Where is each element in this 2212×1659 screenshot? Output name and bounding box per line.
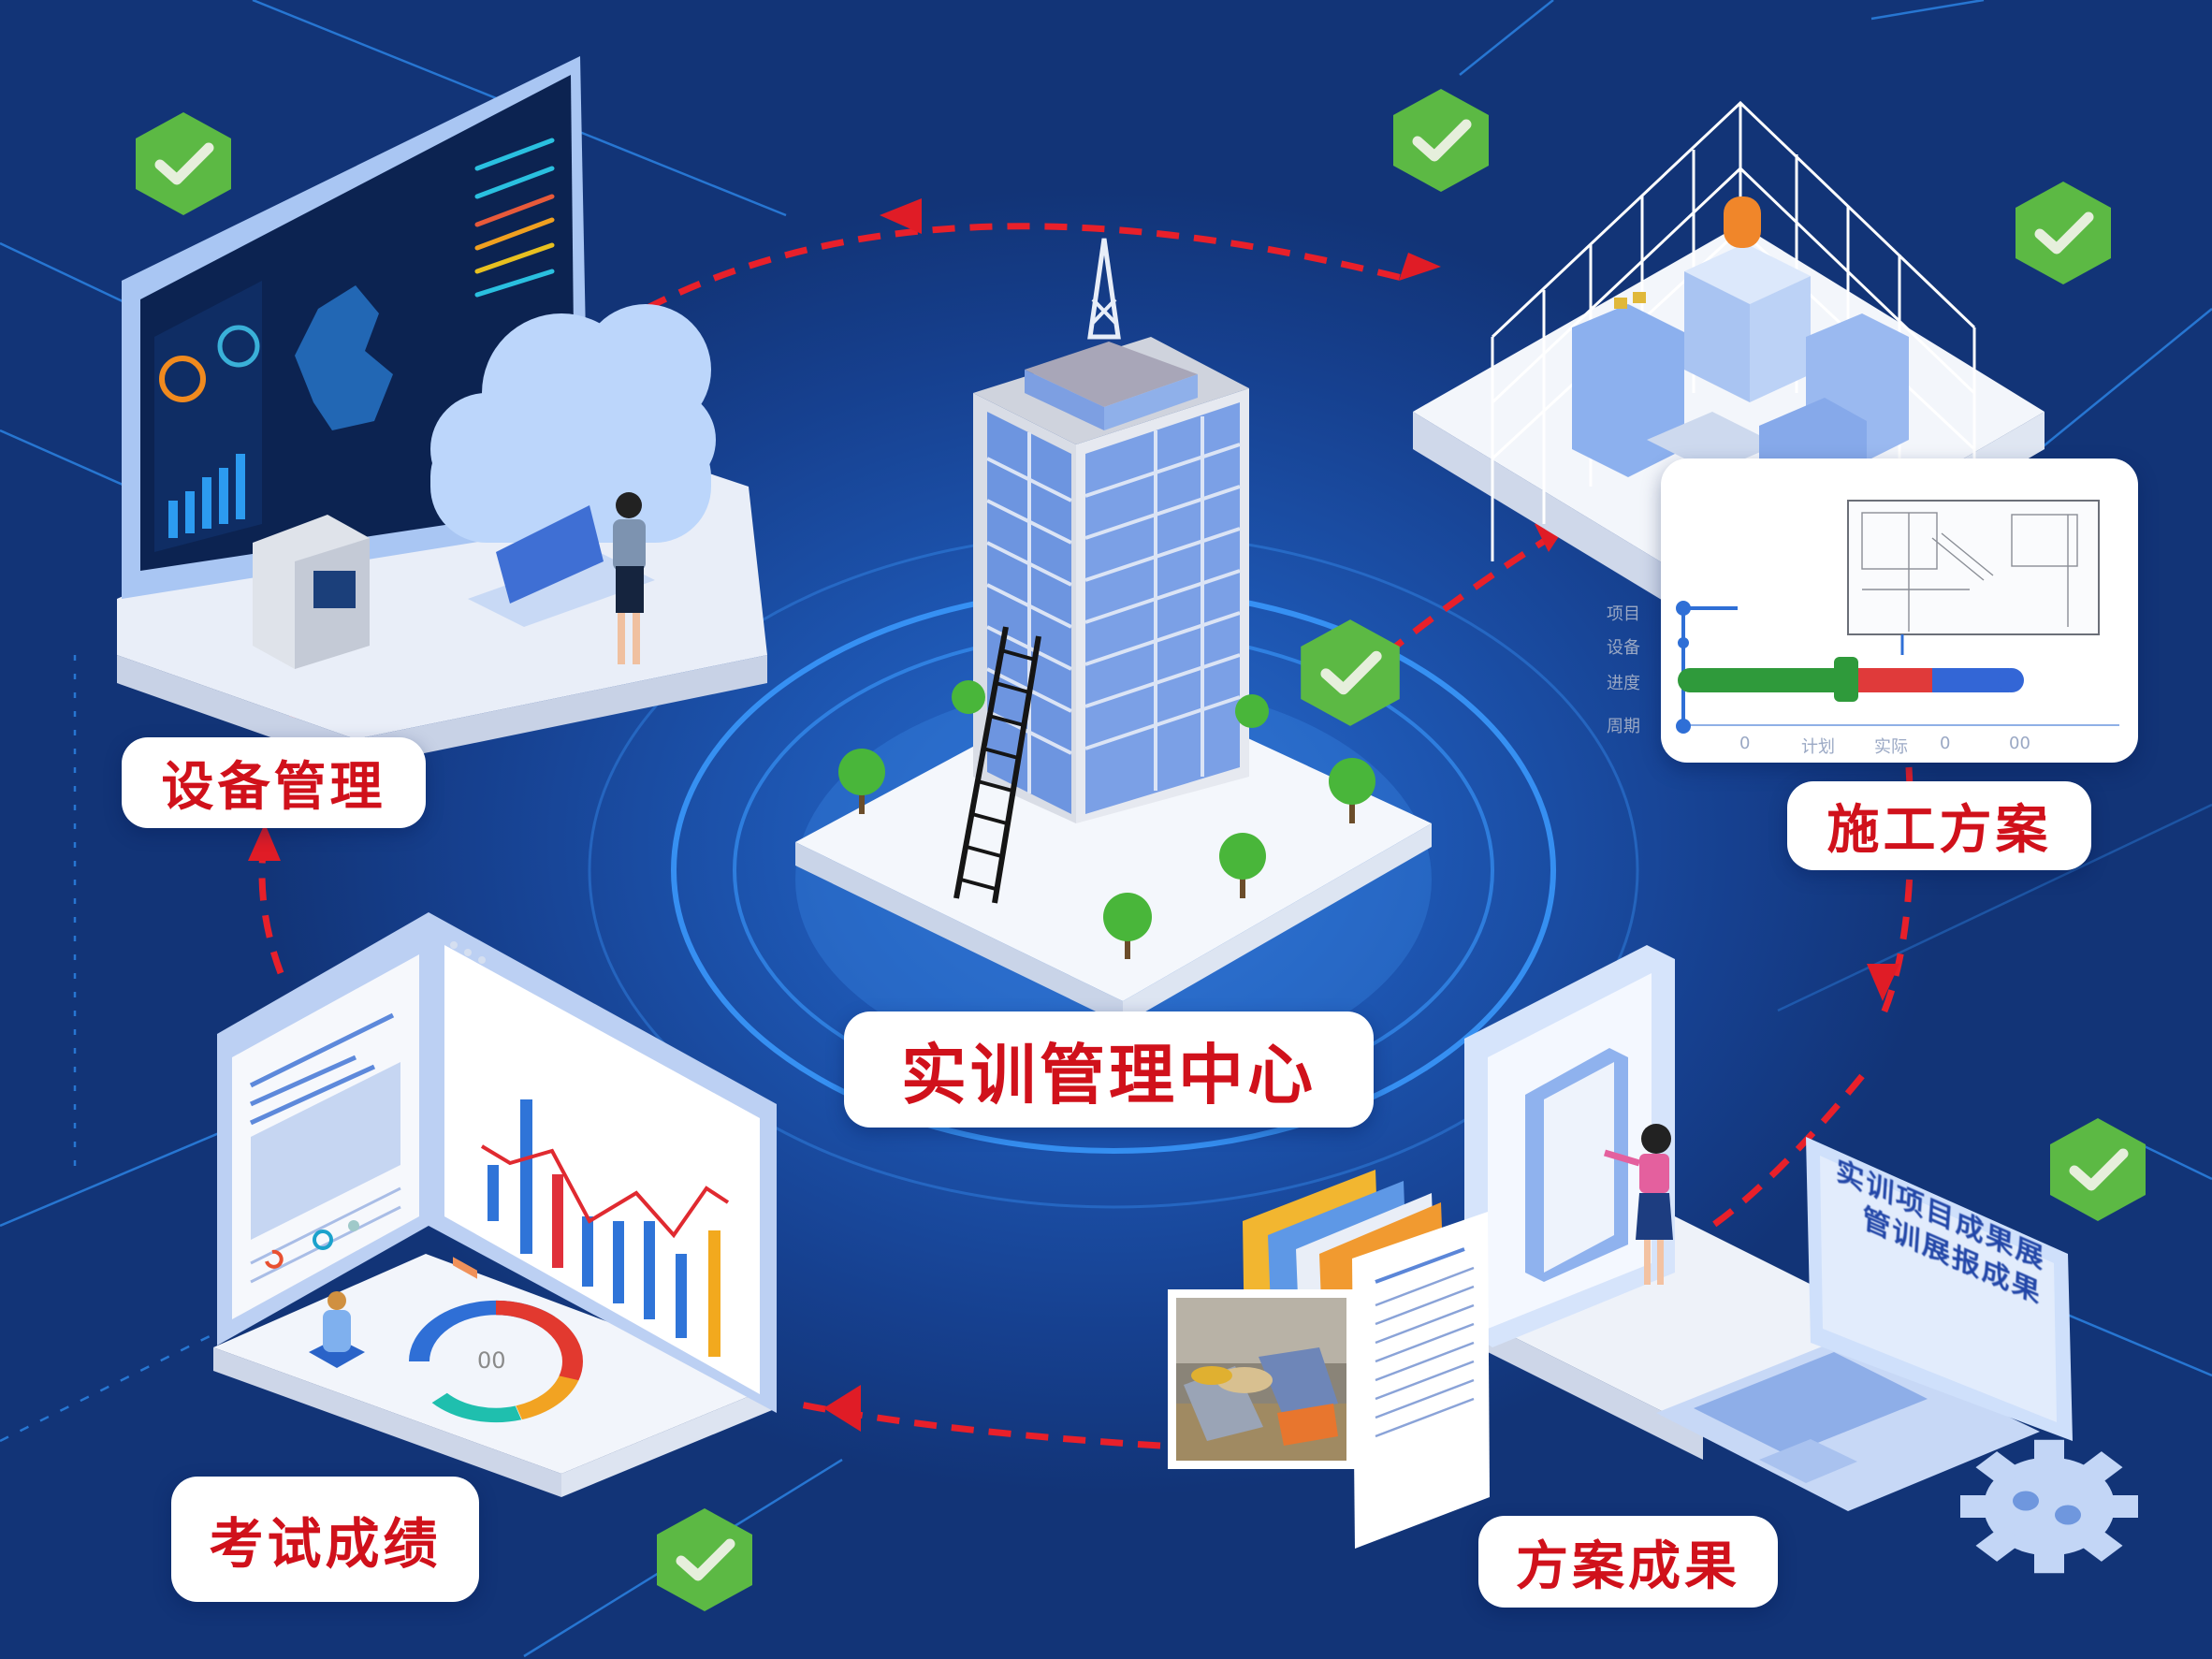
check-icon bbox=[1412, 119, 1472, 162]
axis-label-1: 0 bbox=[1739, 734, 1751, 753]
hexagon-icon bbox=[136, 112, 231, 215]
axis-label-2: 计划 bbox=[1801, 737, 1835, 757]
hexagon-icon bbox=[2050, 1118, 2146, 1221]
row-label-3: 进度 bbox=[1607, 674, 1640, 693]
label-equipment-management[interactable]: 设备管理 bbox=[122, 737, 426, 828]
check-icon bbox=[2034, 211, 2094, 255]
hexagon-icon bbox=[657, 1508, 752, 1611]
construction-plan-card: 项目 设备 进度 周期 0 计划 实际 0 00 bbox=[1607, 458, 2138, 763]
hexagon-icon bbox=[2016, 182, 2111, 284]
check-badge-center bbox=[1301, 619, 1400, 726]
door-icon bbox=[1464, 945, 1675, 1347]
server-device-icon bbox=[253, 515, 370, 669]
label-training-management-center[interactable]: 实训管理中心 bbox=[844, 1011, 1374, 1128]
woman-figure-icon bbox=[1604, 1124, 1673, 1285]
row-label-2: 设备 bbox=[1607, 638, 1640, 658]
check-badge-exam bbox=[657, 1508, 752, 1611]
check-icon bbox=[676, 1538, 735, 1581]
axis-label-4: 0 bbox=[1940, 734, 1951, 753]
gantt-axis bbox=[1676, 601, 2119, 734]
cloud-icon bbox=[430, 304, 716, 543]
donut-center-text: 00 bbox=[477, 1347, 506, 1374]
row-label-1: 项目 bbox=[1607, 604, 1640, 624]
document-icon bbox=[1352, 1212, 1490, 1549]
check-badge-construction bbox=[2016, 182, 2111, 284]
label-construction-plan[interactable]: 施工方案 bbox=[1787, 781, 2091, 870]
hexagon-icon bbox=[1393, 89, 1489, 192]
trees bbox=[838, 680, 1375, 959]
axis-label-5: 00 bbox=[2009, 734, 2030, 753]
progress-handle[interactable] bbox=[1834, 657, 1858, 702]
bar-chart bbox=[480, 1099, 730, 1357]
row-label-4: 周期 bbox=[1607, 717, 1640, 736]
gear-icon bbox=[1960, 1439, 2138, 1574]
check-icon bbox=[2069, 1148, 2129, 1191]
center-platform bbox=[795, 674, 1432, 1001]
plan-drawing bbox=[1676, 500, 2119, 734]
label-plan-results[interactable]: 方案成果 bbox=[1478, 1516, 1778, 1608]
hexagon-icon bbox=[1301, 619, 1400, 726]
ladder-icon bbox=[953, 626, 1041, 904]
label-exam-scores[interactable]: 考试成绩 bbox=[171, 1477, 479, 1602]
report-text-lines bbox=[249, 1012, 395, 1126]
site-photo bbox=[1168, 1289, 1355, 1469]
check-badge-equipment bbox=[136, 112, 231, 215]
check-badge-results bbox=[2050, 1118, 2146, 1221]
person-at-laptop-icon bbox=[468, 492, 655, 664]
laptop-icon bbox=[1656, 1137, 2073, 1511]
office-building-icon bbox=[973, 238, 1249, 823]
progress-bar bbox=[1678, 657, 2024, 702]
check-badge-top-center bbox=[1393, 89, 1489, 192]
student-figure-icon bbox=[309, 1291, 365, 1368]
check-icon bbox=[1320, 650, 1382, 695]
check-icon bbox=[154, 142, 214, 185]
monitor-dashboard-screen bbox=[154, 138, 555, 552]
axis-label-3: 实际 bbox=[1874, 737, 1908, 757]
